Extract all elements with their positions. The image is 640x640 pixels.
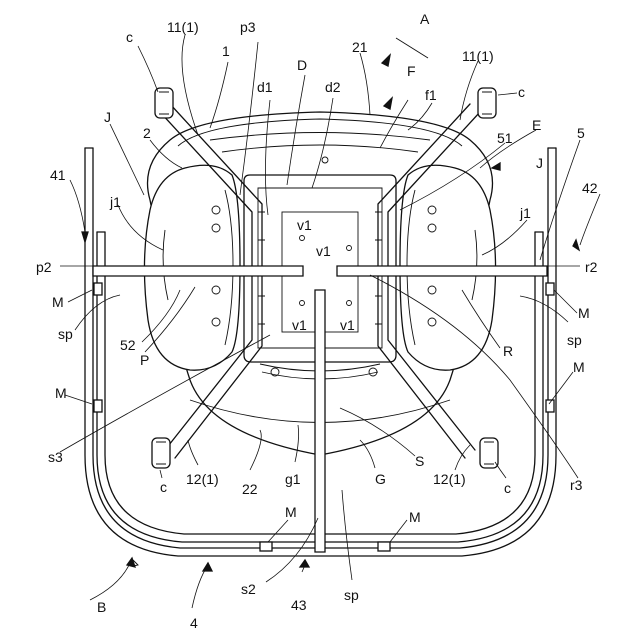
label-sp-right: sp [567, 332, 582, 348]
label-12-left: 12(1) [186, 471, 219, 487]
label-42: 42 [582, 180, 598, 196]
label-B: B [97, 599, 106, 615]
label-M-bottom-left: M [285, 504, 297, 520]
label-M-bottom-right: M [409, 509, 421, 525]
rod-r2 [337, 266, 547, 276]
mount-right-lower [546, 400, 554, 412]
label-g1: g1 [285, 471, 301, 487]
label-M-right-lower: M [573, 359, 585, 375]
label-p2: p2 [36, 259, 52, 275]
label-sp-bottom: sp [344, 587, 359, 603]
label-J-right: J [536, 155, 543, 171]
label-11-left: 11(1) [167, 19, 199, 35]
label-c-top-right: c [518, 84, 525, 100]
label-21: 21 [352, 39, 368, 55]
label-v1-top: v1 [297, 217, 312, 233]
mount-left-upper [94, 283, 102, 295]
label-22: 22 [242, 481, 258, 497]
label-v1-mid: v1 [316, 243, 331, 259]
foot-bottom-left [152, 438, 170, 468]
mount-bottom-right [378, 542, 390, 551]
label-A: A [420, 11, 430, 27]
mount-right-upper [546, 283, 554, 295]
rod-p2 [93, 266, 303, 276]
foot-bottom-right [480, 438, 498, 468]
label-2: 2 [143, 125, 151, 141]
label-P: P [140, 352, 149, 368]
label-c-bottom-right: c [504, 480, 511, 496]
back-edge-f1 [222, 145, 418, 152]
label-43: 43 [291, 597, 307, 613]
label-c-bottom-left: c [160, 479, 167, 495]
label-J-left: J [104, 109, 111, 125]
label-d2: d2 [325, 79, 341, 95]
label-4: 4 [190, 615, 198, 631]
label-r3: r3 [570, 477, 583, 493]
mount-bottom-left [260, 542, 272, 551]
label-5: 5 [577, 125, 585, 141]
label-1: 1 [222, 43, 230, 59]
label-D: D [297, 57, 307, 73]
foot-top-right [478, 88, 496, 118]
label-s3: s3 [48, 449, 63, 465]
label-G: G [375, 471, 386, 487]
label-p3: p3 [240, 19, 256, 35]
rod-s2 [315, 290, 325, 552]
label-j1-right: j1 [519, 205, 531, 221]
label-51: 51 [497, 130, 513, 146]
label-r2: r2 [585, 259, 598, 275]
label-sp-left: sp [58, 326, 73, 342]
label-v1-bottom-right: v1 [340, 317, 355, 333]
foot-top-left [155, 88, 173, 118]
label-F: F [407, 63, 416, 79]
label-12-right: 12(1) [433, 471, 466, 487]
label-M-left-upper: M [52, 294, 64, 310]
label-f1: f1 [425, 87, 437, 103]
label-M-right-upper: M [578, 305, 590, 321]
label-v1-bottom-left: v1 [292, 317, 307, 333]
label-E: E [532, 117, 541, 133]
label-52: 52 [120, 337, 136, 353]
label-41: 41 [50, 167, 66, 183]
label-S: S [415, 453, 424, 469]
label-c: c [126, 29, 133, 45]
label-R: R [503, 343, 513, 359]
label-11-right: 11(1) [462, 48, 494, 64]
label-s2: s2 [241, 581, 256, 597]
label-j1-left: j1 [109, 194, 121, 210]
mount-left-lower [94, 400, 102, 412]
label-M-left-lower: M [55, 385, 67, 401]
label-d1: d1 [257, 79, 273, 95]
